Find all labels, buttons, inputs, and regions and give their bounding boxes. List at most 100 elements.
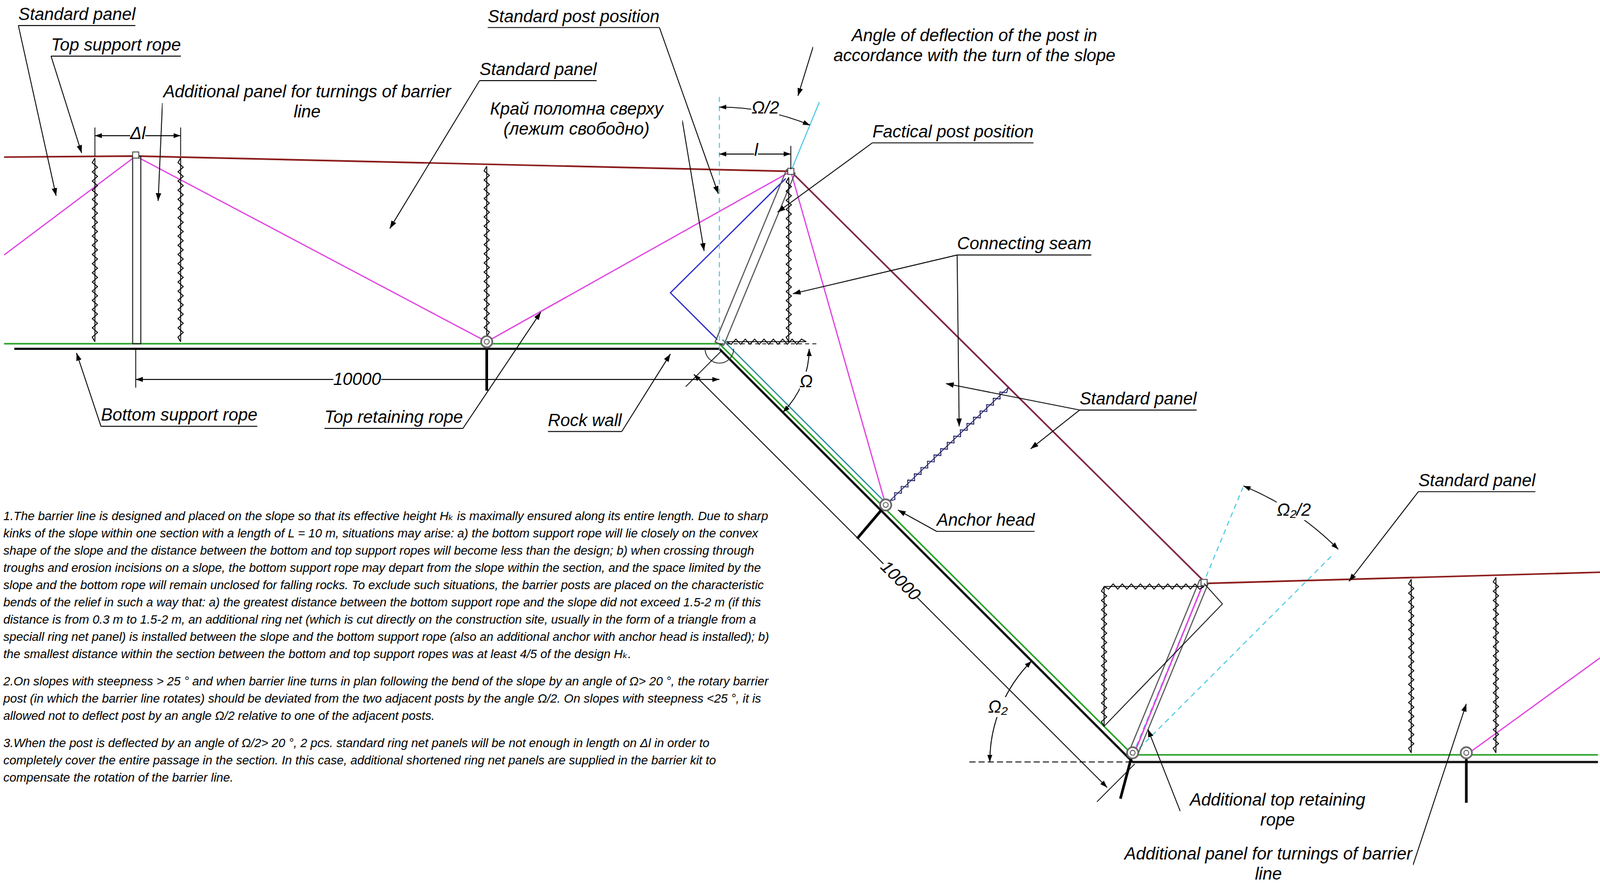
anchor-head-inner [883, 502, 889, 508]
anchor-rod [1120, 752, 1133, 800]
anchor-head [481, 336, 493, 348]
dimension-label: Ω₂ [988, 697, 1008, 718]
callout-underline [51, 55, 181, 57]
anchor-rod [857, 505, 886, 540]
anchor-head [1126, 747, 1139, 759]
callout-underline [936, 530, 1035, 533]
callout-label: Angle of deflection of the post in accor… [813, 25, 1136, 66]
standard-post-axis [1132, 555, 1332, 756]
note-text: 1.The barrier line is designed and place… [3, 507, 772, 663]
leader-line [76, 352, 102, 427]
deflected-post-axis [790, 101, 820, 172]
seam-line [1495, 577, 1497, 753]
callout-underline [957, 254, 1092, 256]
dimension-label: l [754, 140, 758, 161]
callout-label: Additional panel for turnings of barrier… [1123, 844, 1414, 885]
reference-line [969, 761, 1133, 763]
callout-underline [1079, 409, 1197, 411]
callout-label: Standard post position [487, 6, 660, 27]
leader-line [158, 102, 163, 201]
dimension-label: Ω₂/2 [1276, 500, 1311, 521]
panel-edge [670, 178, 786, 341]
seam-zigzag [889, 387, 1009, 502]
callout-label: Factical post position [872, 121, 1034, 142]
callout-underline [548, 431, 623, 433]
seam-zigzag [1104, 584, 1205, 590]
seam-zigzag [1493, 577, 1499, 753]
seam-zigzag [1101, 586, 1107, 727]
seam-zigzag [1408, 579, 1415, 753]
leader-line [1030, 410, 1080, 450]
callout-label: Anchor head [936, 510, 1035, 531]
top-retaining-rope [1466, 658, 1600, 756]
leader-line [18, 25, 57, 196]
top-support-rope [1204, 572, 1600, 584]
dimension-label: Ω [799, 371, 814, 392]
callout-underline [101, 426, 258, 428]
factical-post [715, 169, 796, 346]
callout-label: Rock wall [548, 410, 623, 431]
leader-line [946, 383, 1080, 411]
seam-line [1104, 586, 1205, 588]
leader-line [621, 353, 671, 432]
post-head [132, 151, 139, 159]
top-retaining-rope [3, 156, 136, 256]
callout-underline [1418, 491, 1536, 493]
callout-label: Standard panel [1418, 470, 1536, 491]
callout-label: Standard panel [479, 59, 597, 80]
extension-line [685, 351, 722, 387]
callout-underline [872, 142, 1034, 144]
top-retaining-rope [790, 171, 886, 506]
dimension-label: 10000 [876, 557, 925, 605]
dimension-label: 10000 [333, 369, 382, 390]
extension-line [790, 145, 791, 170]
callout-label: Additional panel for turnings of barrier… [162, 81, 452, 122]
leader-line [1413, 704, 1467, 866]
leader-line [682, 120, 704, 251]
post-base-arc [705, 348, 734, 364]
deflected-post-axis [1132, 487, 1243, 755]
additional-top-retaining-rope [1135, 586, 1203, 750]
post-head [1200, 579, 1208, 586]
standard-post-axis [719, 96, 721, 352]
extension-line [94, 127, 96, 156]
anchor-head-inner [484, 339, 490, 345]
standard-post [132, 156, 141, 344]
seam-zigzag [178, 158, 184, 342]
anchor-rod [1464, 752, 1468, 804]
note-text: 2.On slopes with steepness > 25 ° and wh… [3, 672, 772, 725]
callout-label: Top support rope [51, 35, 181, 56]
anchor-rod [485, 341, 489, 391]
support-line [722, 340, 884, 502]
seam-line [94, 158, 96, 342]
leader-line [957, 254, 960, 427]
leader-line [898, 510, 938, 533]
dimension-label: Ω/2 [751, 97, 779, 118]
anchor-head [1460, 747, 1472, 759]
anchor-head-inner [1463, 750, 1469, 756]
callout-label: Additional top retaining rope [1180, 790, 1376, 831]
seam-line [180, 158, 182, 342]
leader-line [798, 46, 814, 96]
callout-label: Standard panel [1079, 389, 1197, 410]
anchor-head [879, 499, 891, 511]
callout-underline [487, 27, 660, 29]
rotated-post [1128, 579, 1209, 757]
callout-underline [324, 427, 464, 430]
seam-line [1410, 579, 1412, 753]
top-retaining-rope [486, 171, 791, 342]
leader-line [51, 56, 82, 154]
callout-label: Край полотна сверху (лежит свободно) [470, 99, 683, 140]
top-support-rope [3, 156, 791, 172]
callout-underline [18, 25, 136, 27]
anchor-head-inner [1130, 750, 1136, 756]
panel-edge [1104, 583, 1223, 727]
callout-underline [479, 80, 597, 82]
leader-line [777, 143, 873, 213]
leader-line [463, 312, 541, 429]
dimension-line [135, 378, 720, 381]
leader-line [1349, 491, 1419, 582]
callout-label: Connecting seam [957, 233, 1092, 254]
seam-zigzag [92, 158, 98, 342]
callout-label: Standard panel [18, 4, 136, 25]
